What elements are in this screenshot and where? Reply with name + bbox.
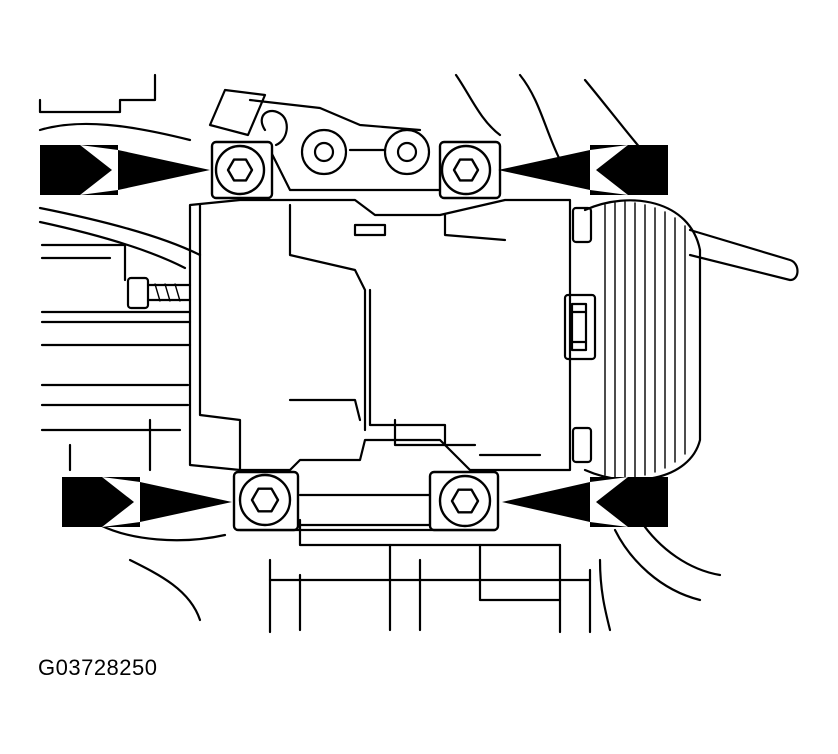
engine-background-lines [38,73,799,634]
bolt-lower-left [232,470,300,532]
left-bracket-stud [126,276,192,310]
bolt-upper-right [438,140,502,200]
bolt-lower-right [428,470,500,532]
bolt-upper-left [210,140,274,200]
figure-id-label: G03728250 [38,655,158,680]
arrow-upper-left [40,145,210,195]
arrow-upper-right [498,145,668,195]
arrow-lower-left [62,477,232,527]
arrow-lower-right [502,477,668,527]
ac-compressor [188,198,597,472]
compressor-pulley [583,199,702,482]
